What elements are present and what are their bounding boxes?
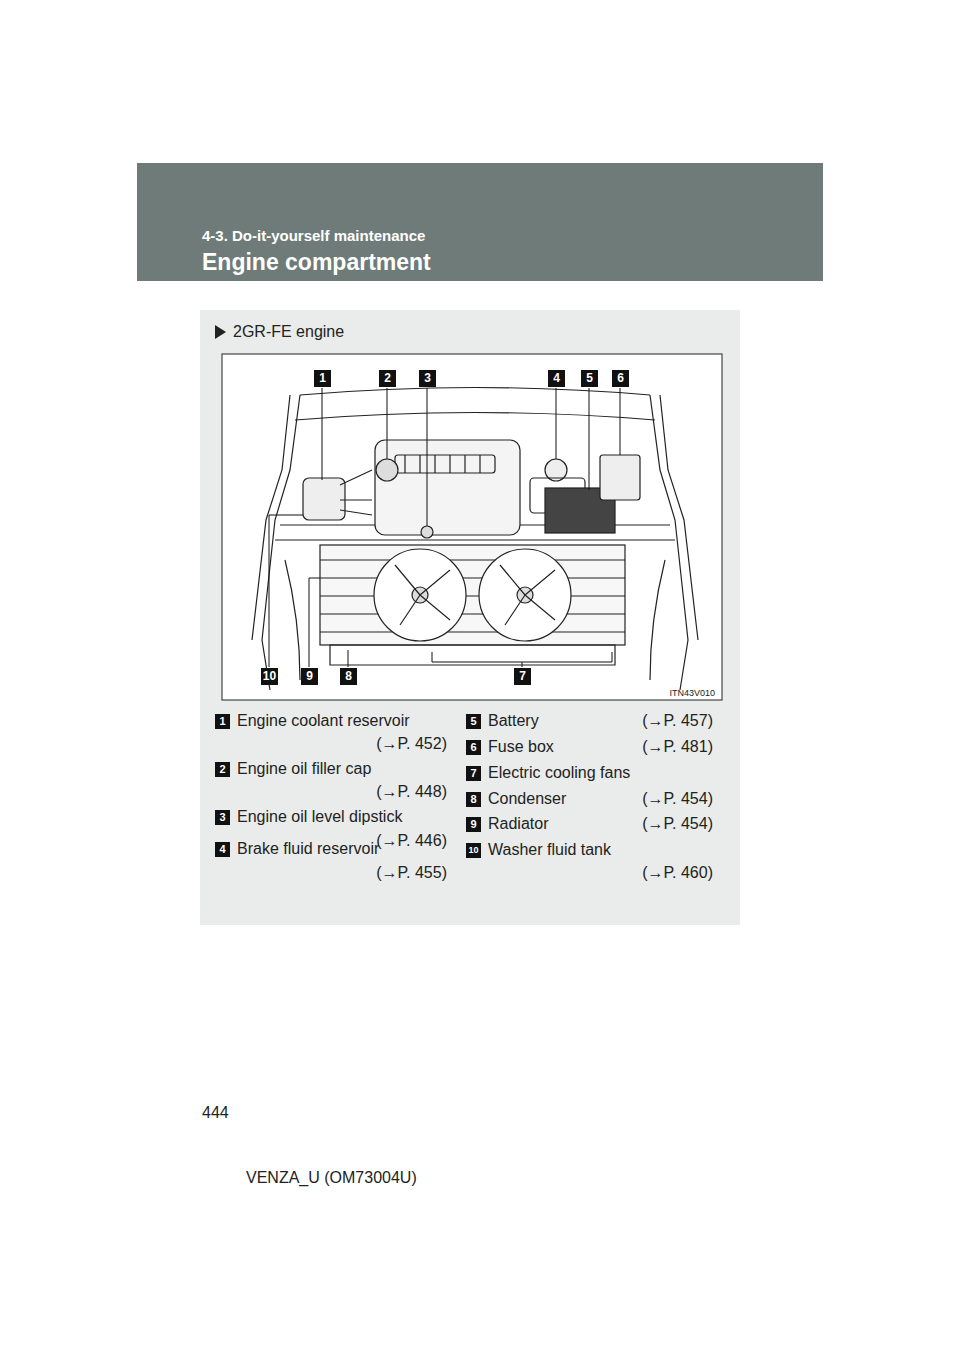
part-name: Condenser xyxy=(488,790,566,808)
callout-number: 8 xyxy=(340,668,357,685)
legend-number: 2 xyxy=(215,762,230,777)
part-name: Battery xyxy=(488,712,539,730)
legend-number: 7 xyxy=(466,766,481,781)
part-name: Engine oil filler cap xyxy=(237,760,371,778)
legend-number: 8 xyxy=(466,792,481,807)
legend-number: 9 xyxy=(466,817,481,832)
header-band xyxy=(137,163,823,281)
part-name: Radiator xyxy=(488,815,548,833)
legend-number: 3 xyxy=(215,810,230,825)
illustration-frame xyxy=(222,354,722,700)
part-name: Fuse box xyxy=(488,738,554,756)
bullet-triangle xyxy=(215,325,226,339)
section-heading: 4-3. Do-it-yourself maintenance xyxy=(202,227,425,244)
callout-number: 3 xyxy=(419,370,436,387)
legend-number: 5 xyxy=(466,714,481,729)
part-name: Engine coolant reservoir xyxy=(237,712,410,730)
engine-variant: 2GR-FE engine xyxy=(233,323,344,341)
callout-number: 2 xyxy=(379,370,396,387)
page-title: Engine compartment xyxy=(202,249,431,276)
page-reference: (→P. 446) xyxy=(376,832,447,850)
callout-number: 10 xyxy=(261,668,278,685)
part-name: Electric cooling fans xyxy=(488,764,630,782)
callout-number: 6 xyxy=(612,370,629,387)
part-name: Brake fluid reservoir xyxy=(237,840,379,858)
legend-number: 4 xyxy=(215,842,230,857)
page-reference: (→P. 452) xyxy=(376,735,447,753)
callout-number: 7 xyxy=(514,668,531,685)
legend-number: 10 xyxy=(466,843,481,858)
legend-number: 6 xyxy=(466,740,481,755)
page-reference: (→P. 448) xyxy=(376,783,447,801)
manual-code: VENZA_U (OM73004U) xyxy=(246,1169,417,1187)
page-reference: (→P. 455) xyxy=(376,864,447,882)
part-name: Engine oil level dipstick xyxy=(237,808,402,826)
callout-number: 4 xyxy=(548,370,565,387)
page-reference: (→P. 457) xyxy=(642,712,713,730)
page-reference: (→P. 454) xyxy=(642,790,713,808)
page-reference: (→P. 481) xyxy=(642,738,713,756)
leader-lines xyxy=(269,388,620,667)
engine-bay-drawing xyxy=(252,388,698,691)
callout-number: 1 xyxy=(314,370,331,387)
page-reference: (→P. 460) xyxy=(642,864,713,882)
content-panel xyxy=(200,310,740,925)
callout-number: 5 xyxy=(581,370,598,387)
page-number: 444 xyxy=(202,1104,229,1122)
page-reference: (→P. 454) xyxy=(642,815,713,833)
legend-number: 1 xyxy=(215,714,230,729)
callout-number: 9 xyxy=(301,668,318,685)
figure-code: ITN43V010 xyxy=(669,688,715,698)
part-name: Washer fluid tank xyxy=(488,841,611,859)
